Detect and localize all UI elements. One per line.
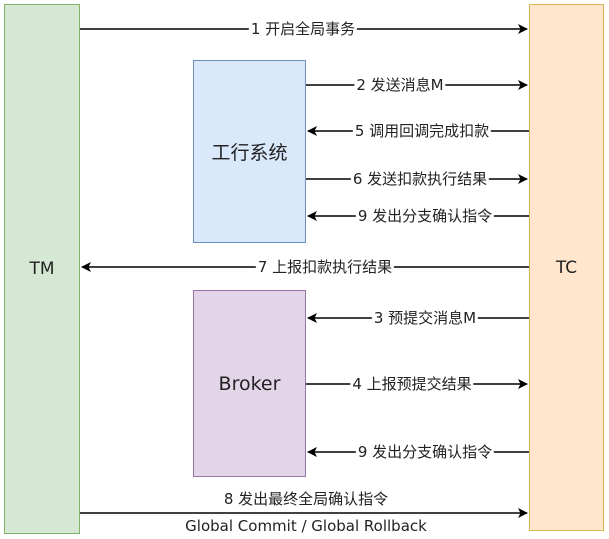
broker-label: Broker <box>218 372 281 395</box>
bank-system-label: 工行系统 <box>211 142 288 164</box>
message-3-label: 3 预提交消息M <box>371 309 479 327</box>
tm-label: TM <box>29 259 55 279</box>
broker-node: Broker <box>193 290 306 477</box>
message-6-label: 6 发送扣款执行结果 <box>350 170 490 188</box>
tc-node: TC <box>529 4 604 531</box>
tc-label: TC <box>555 257 578 278</box>
message-4-label: 4 上报预提交结果 <box>350 375 474 393</box>
message-9a-label: 9 发出分支确认指令 <box>355 207 495 225</box>
message-8-label: 8 发出最终全局确认指令 <box>223 490 389 508</box>
message-8-sublabel: Global Commit / Global Rollback <box>183 517 429 535</box>
message-2-label: 2 发送消息M <box>354 76 446 94</box>
message-9b-label: 9 发出分支确认指令 <box>355 443 495 461</box>
message-1-label: 1 开启全局事务 <box>248 20 358 38</box>
bank-system-node: 工行系统 <box>193 60 306 243</box>
tm-node: TM <box>4 4 80 534</box>
message-5-label: 5 调用回调完成扣款 <box>352 122 492 140</box>
message-7-label: 7 上报扣款执行结果 <box>255 258 395 276</box>
